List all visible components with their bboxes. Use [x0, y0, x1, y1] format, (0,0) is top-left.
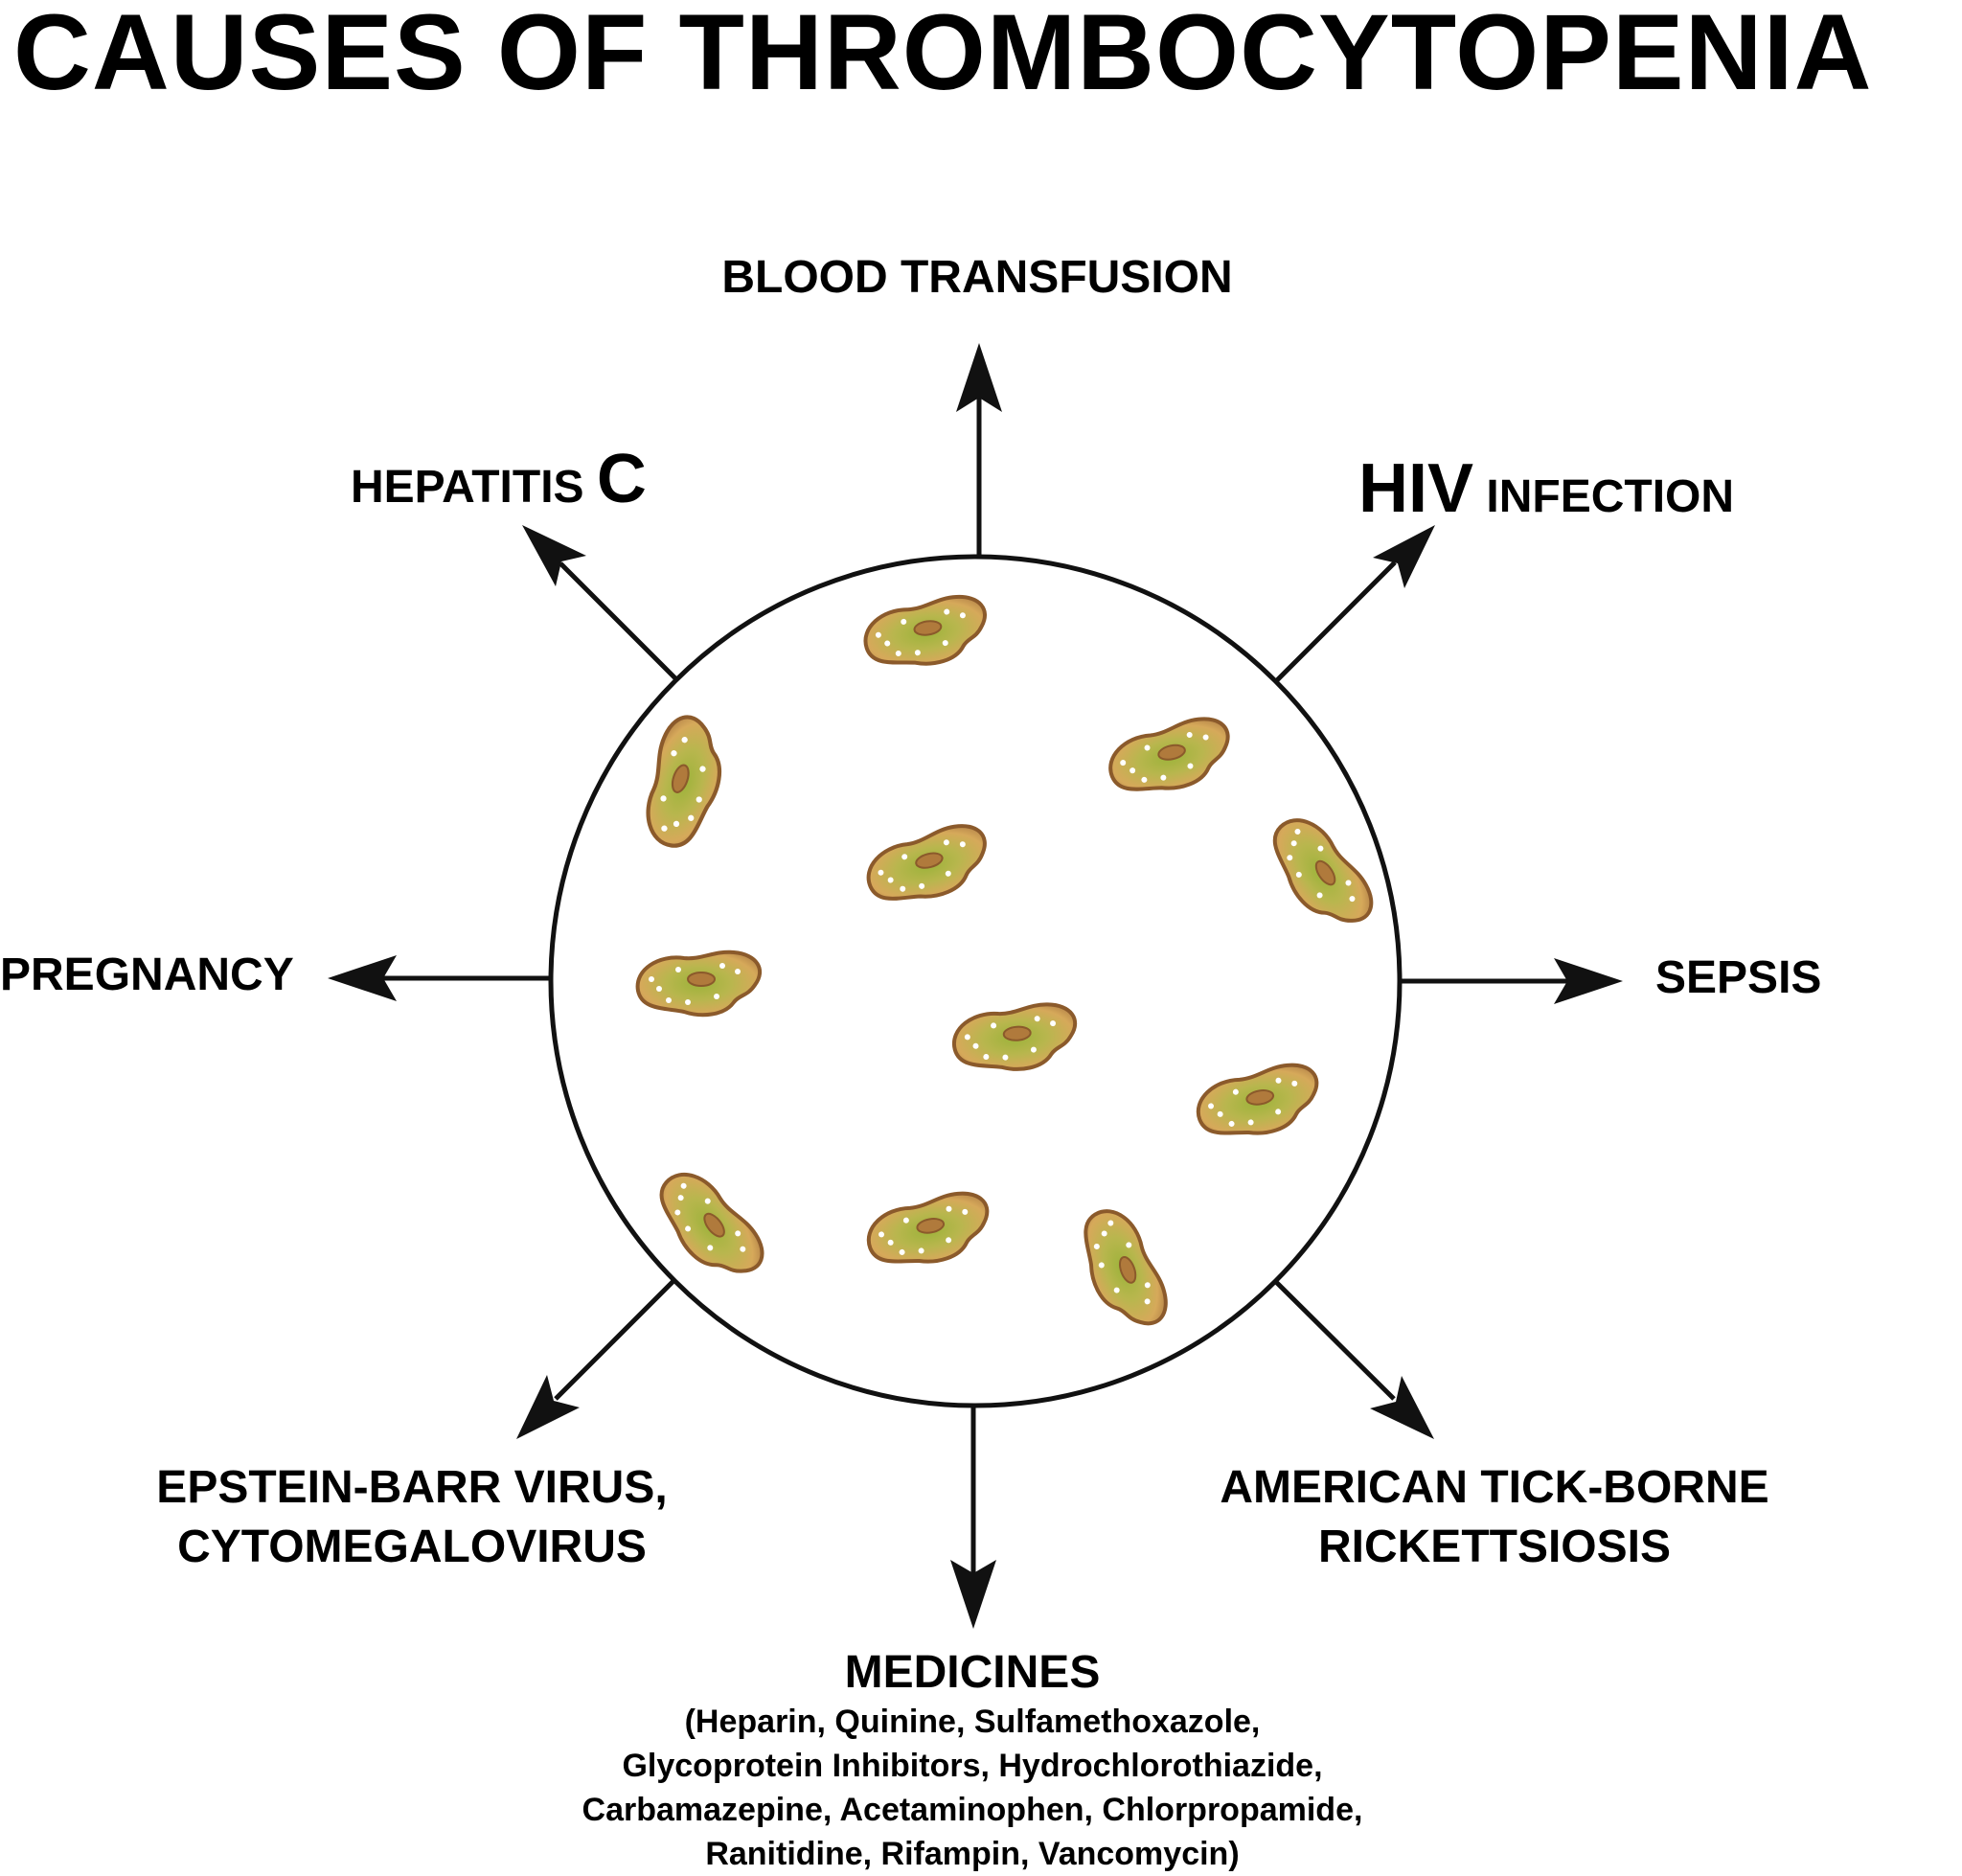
pregnancy-text: PREGNANCY	[0, 949, 294, 1000]
arrow-sepsis	[1400, 958, 1623, 1004]
blood-transfusion-text: BLOOD TRANSFUSION	[721, 252, 1233, 303]
medicines-line-4: Ranitidine, Rifampin, Vancomycin)	[705, 1836, 1240, 1872]
arrow-epstein-barr	[516, 1278, 676, 1439]
ebv-line1: EPSTEIN-BARR VIRUS,	[156, 1462, 668, 1513]
arrow-medicines	[950, 1406, 996, 1629]
medicines-line-2: Glycoprotein Inhibitors, Hydrochlorothia…	[622, 1748, 1323, 1784]
medicines-line-1: (Heparin, Quinine, Sulfamethoxazole,	[684, 1704, 1261, 1740]
sepsis-text: SEPSIS	[1655, 952, 1822, 1003]
medicines-title: MEDICINES	[844, 1647, 1101, 1698]
arrow-hepatitis-c	[522, 525, 679, 682]
medicines-line-3: Carbamazepine, Acetaminophen, Chlorpropa…	[582, 1792, 1363, 1828]
label-epstein-barr: EPSTEIN-BARR VIRUS, CYTOMEGALOVIRUS	[134, 1458, 690, 1577]
page-title: CAUSES OF THROMBOCYTOPENIA	[13, 0, 1873, 112]
label-hepatitis-c: HEPATITIS C	[351, 441, 647, 517]
hiv-text: HIV	[1358, 450, 1474, 527]
label-tick-borne: AMERICAN TICK-BORNE RICKETTSIOSIS	[1188, 1458, 1801, 1577]
label-sepsis: SEPSIS	[1655, 951, 1821, 1005]
arrow-hiv-infection	[1273, 525, 1435, 684]
tick-line1: AMERICAN TICK-BORNE	[1220, 1462, 1769, 1513]
label-medicines: MEDICINES (Heparin, Quinine, Sulfamethox…	[479, 1646, 1466, 1876]
label-pregnancy: PREGNANCY	[0, 949, 294, 1002]
arrow-pregnancy	[328, 955, 551, 1001]
arrow-blood-transfusion	[956, 343, 1002, 557]
tick-line2: RICKETTSIOSIS	[1317, 1521, 1672, 1572]
hepatitis-c-letter: C	[596, 441, 647, 517]
ebv-line2: CYTOMEGALOVIRUS	[177, 1521, 647, 1572]
label-hiv-infection: HIV INFECTION	[1358, 450, 1734, 527]
hepatitis-text: HEPATITIS	[351, 462, 584, 513]
arrow-tick-borne	[1272, 1278, 1434, 1439]
label-blood-transfusion: BLOOD TRANSFUSION	[690, 251, 1265, 305]
infection-text: INFECTION	[1486, 471, 1735, 522]
